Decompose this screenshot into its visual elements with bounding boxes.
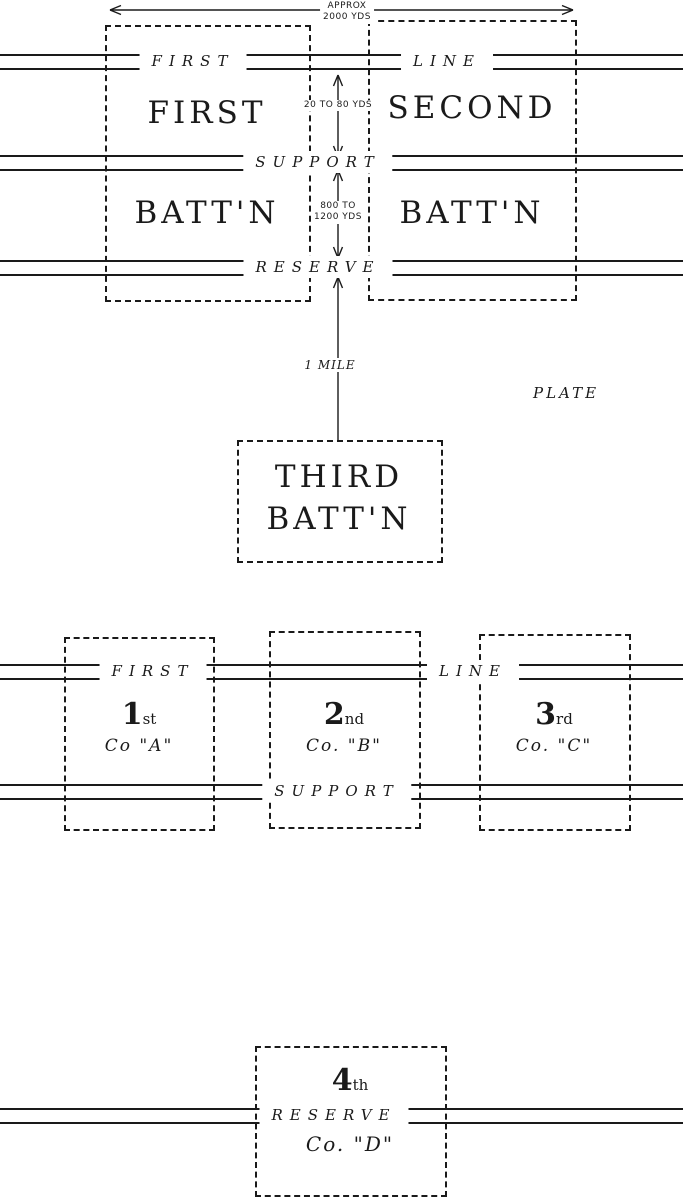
company-b-name: Co. "B" (306, 736, 382, 756)
distance-support-to-reserve-line2: 1200 YDS (314, 212, 362, 223)
company-d-box (255, 1046, 447, 1197)
rule-first-line-mid (0, 664, 683, 680)
support-label-top: SUPPORT (243, 151, 393, 173)
first-line-label-right-mid: LINE (427, 660, 519, 682)
reserve-label-top: RESERVE (243, 256, 393, 278)
distance-line-to-support: 20 TO 80 YDS (300, 100, 376, 112)
second-battalion-caption-line1: SECOND (387, 90, 557, 126)
third-battalion-caption-line1: THIRD (274, 459, 404, 495)
company-a-box (64, 637, 215, 831)
first-line-label-right-top: LINE (401, 50, 493, 72)
first-line-label-left-mid: FIRST (99, 660, 207, 682)
width-arrow-label-line1: APPROX (327, 1, 367, 11)
distance-support-to-reserve: 800 TO 1200 YDS (311, 201, 365, 224)
first-battalion-caption-line1: FIRST (147, 95, 267, 131)
second-battalion-caption-line2: BATT'N (399, 195, 545, 231)
company-b-ordinal-suffix: nd (344, 710, 365, 728)
company-c-ordinal-suffix: rd (556, 710, 573, 728)
distance-support-to-reserve-line1: 800 TO (320, 201, 356, 211)
rule-first-line-top (0, 54, 683, 70)
company-d-number: 4 (331, 1063, 353, 1098)
company-b-box (269, 631, 421, 829)
plate-caption: PLATE (533, 384, 600, 402)
support-label-mid: SUPPORT (262, 780, 412, 802)
first-battalion-caption-line2: BATT'N (134, 195, 280, 231)
line-to-support-arrow (332, 74, 344, 158)
distance-reserve-to-third: 1 MILE (300, 358, 360, 372)
company-c-ordinal: 3rd (535, 700, 573, 730)
width-arrow-label-line2: 2000 YDS (323, 12, 371, 23)
company-a-ordinal-suffix: st (142, 710, 157, 728)
company-b-number: 2 (323, 697, 345, 732)
first-line-label-left-top: FIRST (139, 50, 247, 72)
company-b-ordinal: 2nd (324, 700, 364, 730)
company-d-ordinal: 4th (332, 1066, 369, 1096)
third-battalion-caption-line2: BATT'N (266, 501, 412, 537)
reserve-label-bottom: RESERVE (259, 1104, 409, 1126)
company-c-number: 3 (535, 697, 557, 732)
company-a-number: 1 (121, 697, 143, 732)
company-d-ordinal-suffix: th (352, 1076, 369, 1094)
company-c-box (479, 634, 631, 831)
company-a-ordinal: 1st (122, 700, 157, 730)
company-a-name: Co "A" (104, 736, 174, 756)
third-battalion-box (237, 440, 443, 563)
company-d-name: Co. "D" (305, 1132, 395, 1156)
width-arrow-label: APPROX 2000 YDS (320, 1, 374, 24)
company-c-name: Co. "C" (515, 736, 593, 756)
